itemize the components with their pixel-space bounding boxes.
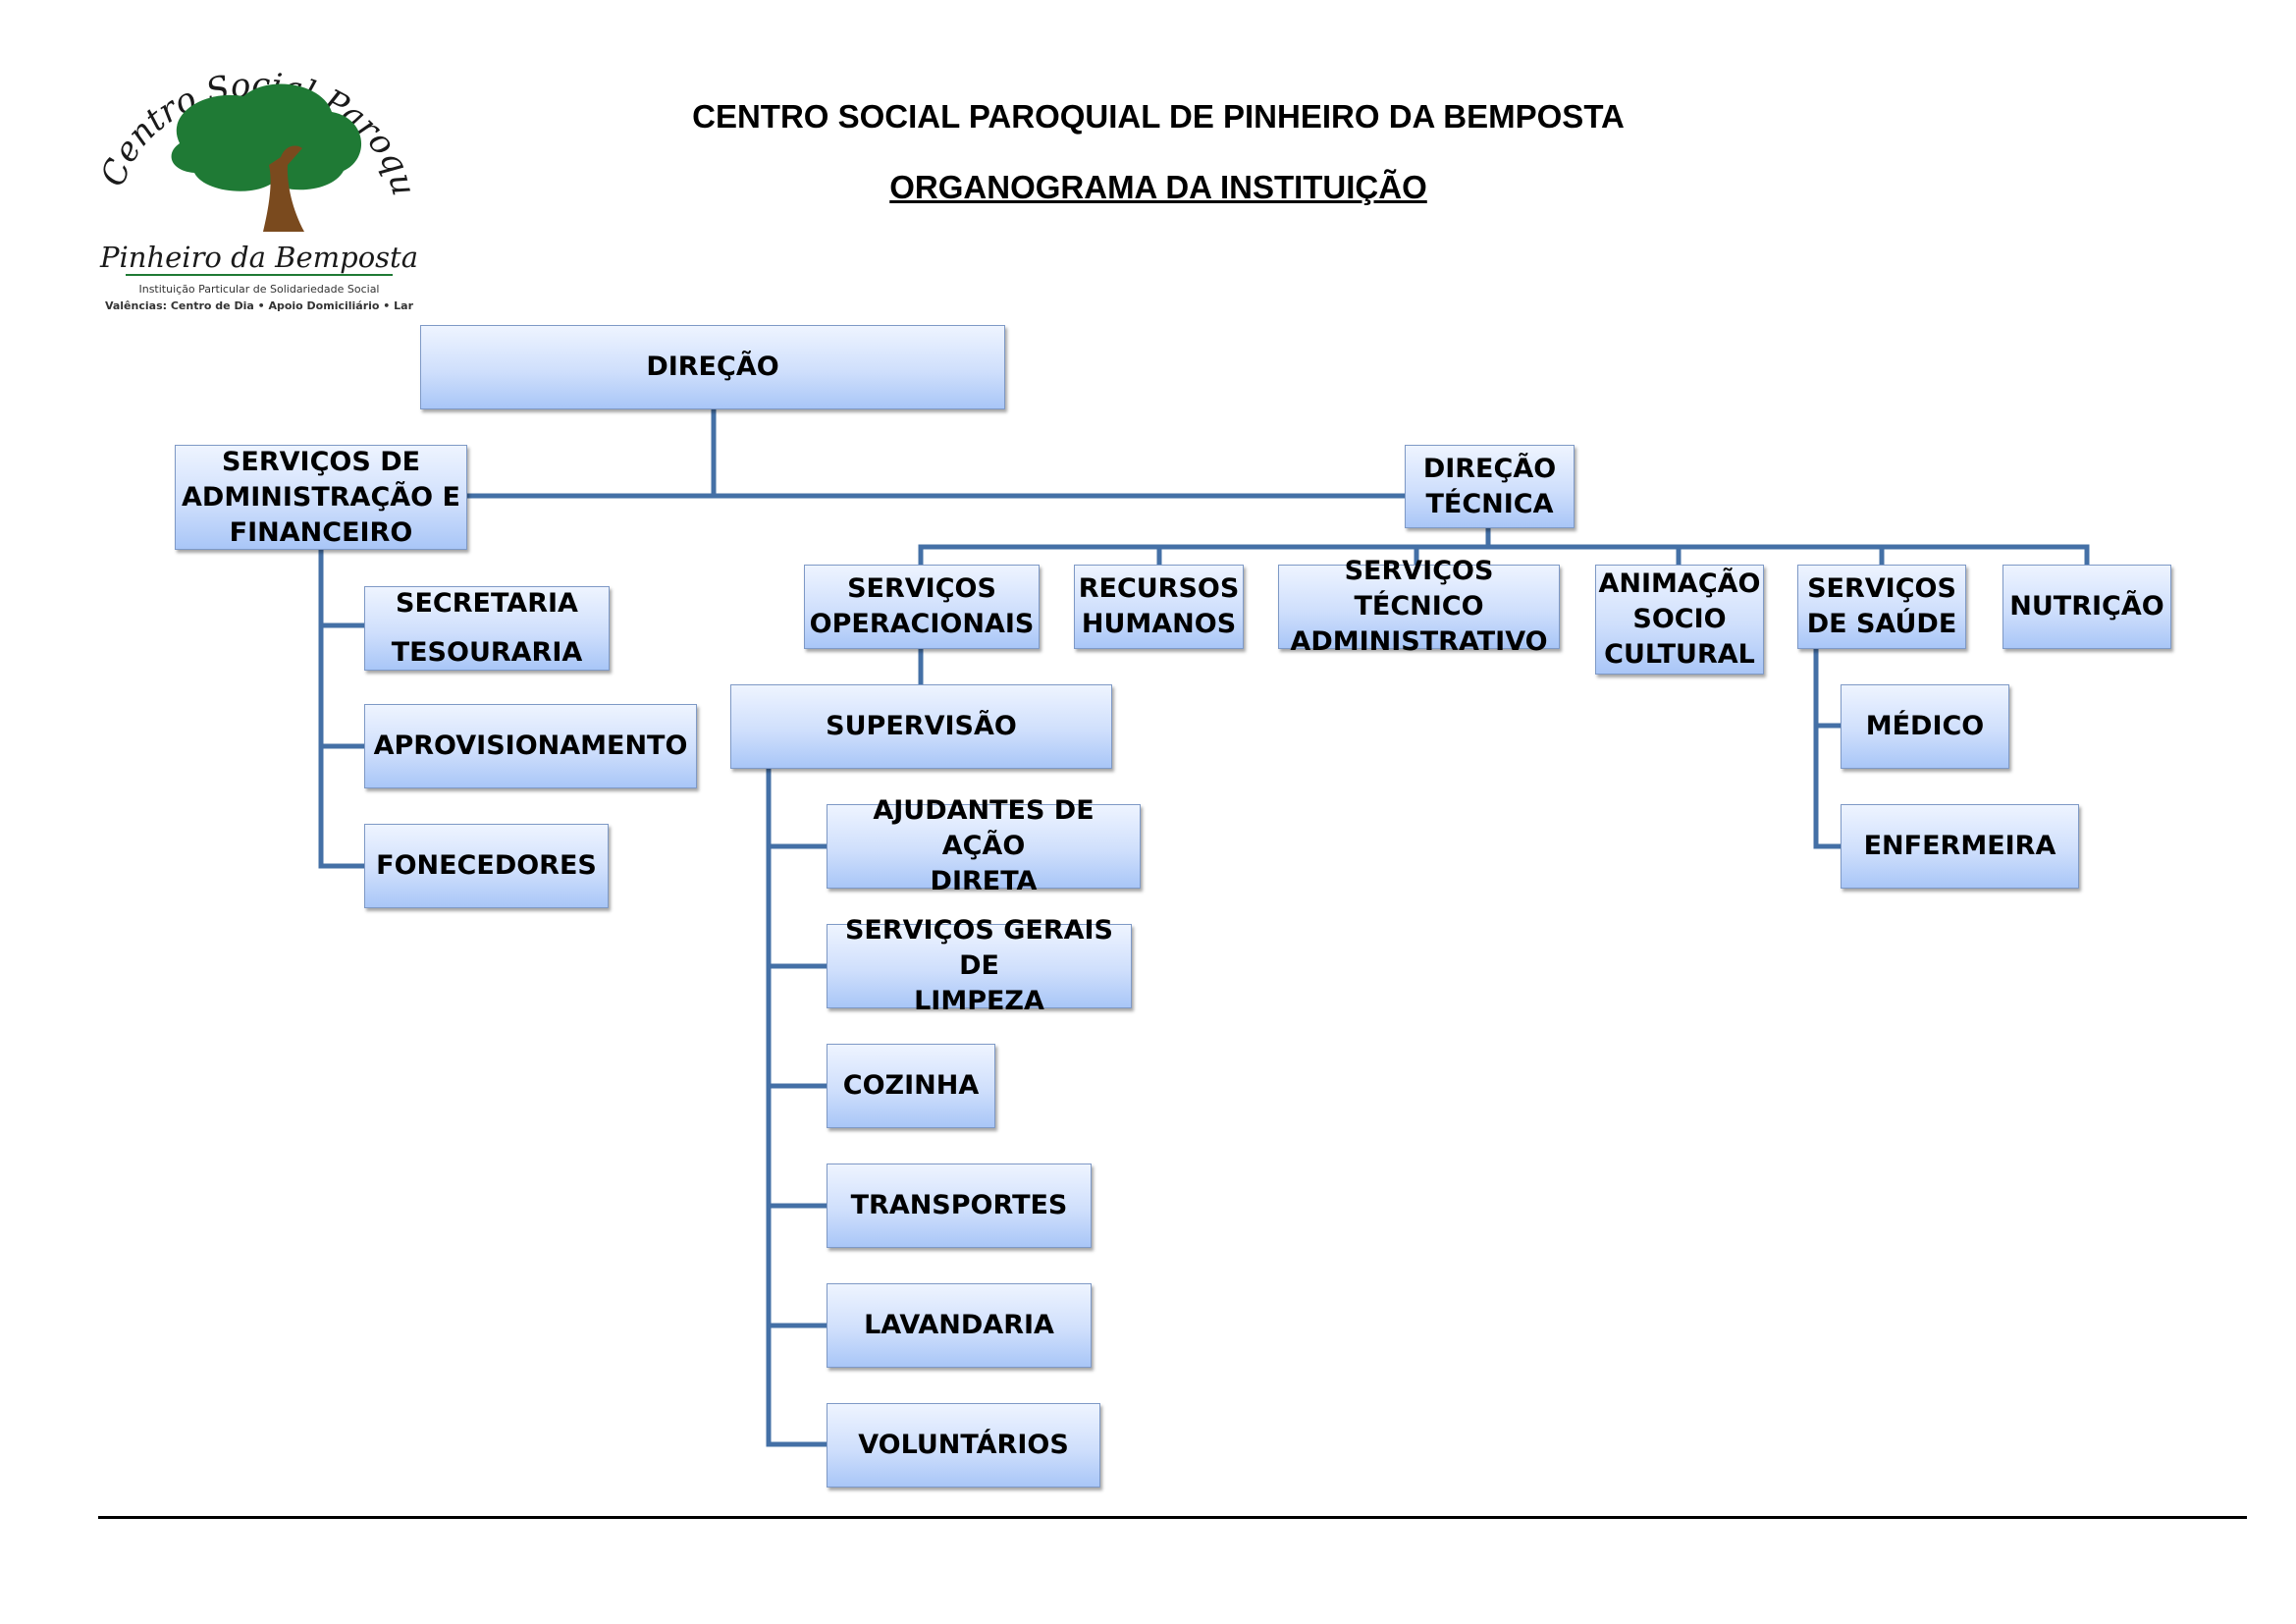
node-recursos-humanos: RECURSOS HUMANOS (1074, 565, 1244, 649)
page-title: CENTRO SOCIAL PAROQUIAL DE PINHEIRO DA B… (692, 98, 1625, 135)
node-servicos-tecnico-administrativo: SERVIÇOS TÉCNICO ADMINISTRATIVO (1278, 556, 1560, 657)
node-servicos-administracao-financeiro: SERVIÇOS DE ADMINISTRAÇÃO E FINANCEIRO (175, 445, 467, 550)
connector-saude (1813, 646, 1843, 849)
node-direcao-tecnica: DIREÇÃO TÉCNICA (1405, 445, 1575, 528)
node-ajudantes-acao-direta: AJUDANTES DE AÇÃO DIRETA (827, 795, 1141, 896)
node-secretaria-tesouraria: SECRETARIA TESOURARIA (364, 586, 610, 671)
node-nutricao: NUTRIÇÃO (2002, 565, 2171, 649)
node-servicos-operacionais: SERVIÇOS OPERACIONAIS (804, 565, 1040, 649)
node-voluntarios: VOLUNTÁRIOS (827, 1403, 1100, 1488)
logo-line-1: Instituição Particular de Solidariedade … (138, 283, 379, 296)
logo-line-2: Valências: Centro de Dia • Apoio Domicil… (105, 299, 414, 312)
node-lavandaria: LAVANDARIA (827, 1283, 1092, 1368)
logo-tree-canopy-icon (171, 83, 362, 191)
connector-supervisao (766, 766, 829, 1447)
node-servicos-gerais-limpeza: SERVIÇOS GERAIS DE LIMPEZA (827, 915, 1132, 1016)
page-subtitle: ORGANOGRAMA DA INSTITUIÇÃO (889, 169, 1427, 205)
node-servicos-saude: SERVIÇOS DE SAÚDE (1797, 565, 1966, 649)
node-fornecedores: FONECEDORES (364, 824, 609, 908)
node-medico: MÉDICO (1841, 684, 2009, 769)
node-animacao-socio-cultural: ANIMAÇÃO SOCIO CULTURAL (1595, 565, 1764, 675)
node-aprovisionamento: APROVISIONAMENTO (364, 704, 697, 788)
node-cozinha: COZINHA (827, 1044, 995, 1128)
node-enfermeira: ENFERMEIRA (1841, 804, 2079, 889)
institution-logo: Centro Social Paroquial Pinheiro da Bemp… (86, 35, 424, 312)
logo-tree-trunk-icon (263, 145, 304, 232)
node-supervisao: SUPERVISÃO (730, 684, 1112, 769)
node-transportes: TRANSPORTES (827, 1164, 1092, 1248)
bottom-divider (98, 1516, 2247, 1519)
connector-direcao (465, 406, 1409, 499)
connector-admin (318, 547, 368, 869)
connector-tecnica (918, 525, 2090, 568)
logo-name: Pinheiro da Bemposta (99, 241, 418, 274)
node-direcao: DIREÇÃO (420, 325, 1005, 409)
